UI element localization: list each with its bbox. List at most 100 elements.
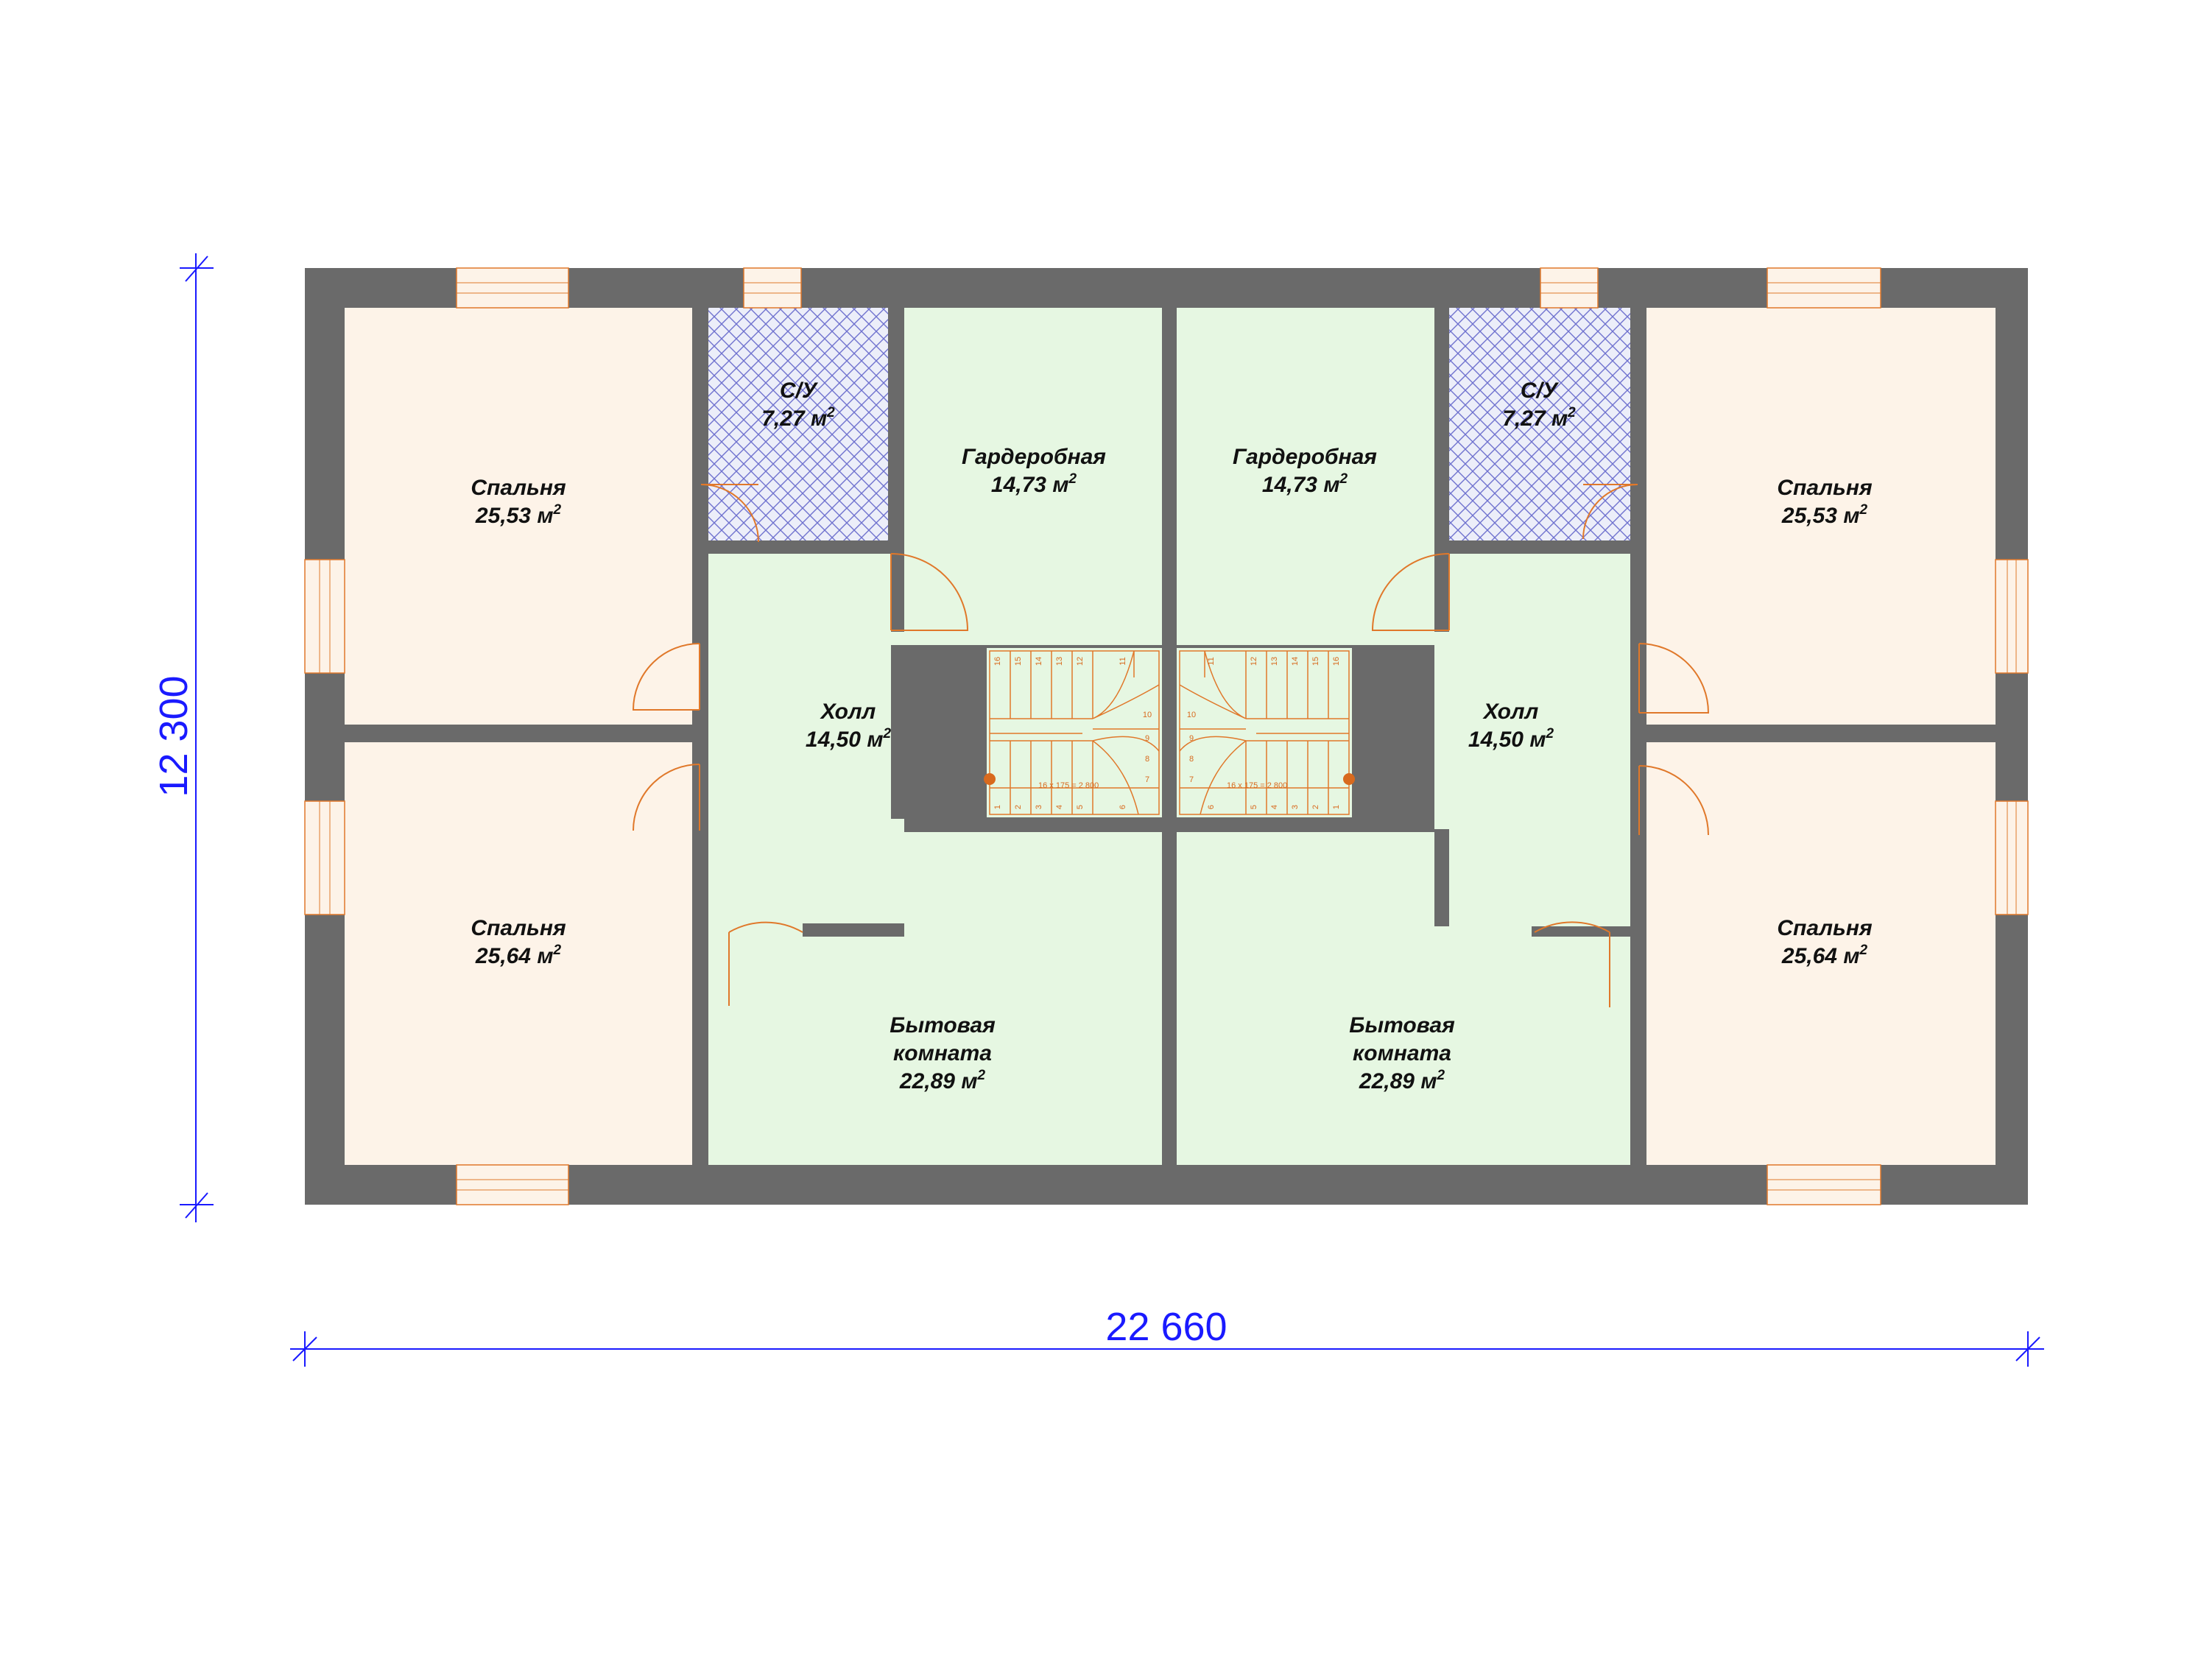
- floor-stair-right: [1177, 648, 1352, 817]
- stair-step-number: 16: [1332, 657, 1341, 666]
- stair-step-number: 11: [1119, 657, 1127, 665]
- area-unit-exponent: 2: [883, 726, 892, 742]
- room-label-utility-left: Бытовая комната 22,89 м2: [890, 1013, 996, 1093]
- window: [1995, 800, 2029, 915]
- windows: [304, 267, 2029, 1205]
- room-area: 14,50 м: [1468, 728, 1546, 752]
- room-name: Гардеробная: [1233, 445, 1377, 469]
- room-name: Холл: [820, 700, 876, 724]
- room-label-hall-left: Холл 14,50 м2: [806, 700, 892, 752]
- stair-step-number: 10: [1187, 711, 1196, 719]
- stair-step-number: 15: [1014, 657, 1023, 666]
- stair-step-number: 4: [1270, 805, 1279, 809]
- room-name: комната: [893, 1041, 992, 1066]
- stair-step-number: 5: [1076, 805, 1085, 809]
- room-label-bedroom-bottom-left: Спальня 25,64 м2: [471, 916, 566, 968]
- room-area: 14,73 м: [991, 473, 1069, 497]
- room-area: 14,73 м: [1262, 473, 1340, 497]
- stair-step-number: 13: [1055, 657, 1064, 666]
- staircase-left: [989, 650, 1160, 815]
- area-unit-exponent: 2: [1859, 943, 1868, 958]
- room-area: 22,89 м: [1359, 1069, 1437, 1093]
- stair-step-number: 9: [1145, 734, 1149, 743]
- room-name: Бытовая: [890, 1013, 996, 1038]
- window: [1767, 1164, 1881, 1205]
- room-name: Бытовая: [1349, 1013, 1455, 1038]
- door-swing: [1371, 553, 1450, 631]
- stair-step-number: 8: [1189, 755, 1194, 764]
- window: [743, 267, 802, 309]
- room-area: 25,64 м: [475, 944, 554, 968]
- door-swing: [633, 764, 700, 831]
- room-label-wardrobe-right: Гардеробная 14,73 м2: [1233, 445, 1377, 497]
- area-unit-exponent: 2: [977, 1068, 986, 1083]
- stair-note-left: 16 x 175 = 2 800: [1038, 781, 1099, 790]
- stair-step-number: 8: [1145, 755, 1149, 764]
- room-name: комната: [1353, 1041, 1451, 1066]
- stair-step-number: 10: [1143, 711, 1152, 719]
- height-dimension-label: 12 300: [152, 675, 196, 797]
- door-swing: [890, 553, 969, 631]
- floor-bathroom-left: [708, 308, 888, 540]
- floor-wardrobe-left: [904, 308, 1162, 632]
- area-unit-exponent: 2: [1437, 1068, 1445, 1083]
- stair-step-number: 11: [1207, 657, 1216, 665]
- room-name: С/У: [780, 378, 819, 403]
- room-name: Спальня: [1777, 916, 1873, 940]
- stair-step-number: 14: [1291, 657, 1300, 666]
- floor-wardrobe-right: [1177, 308, 1434, 632]
- area-unit-exponent: 2: [1859, 502, 1868, 518]
- door-swing: [1638, 643, 1710, 714]
- room-label-bedroom-bottom-right: Спальня 25,64 м2: [1777, 916, 1873, 968]
- stair-step-number: 1: [993, 805, 1002, 809]
- window: [304, 800, 345, 915]
- window: [1767, 267, 1881, 309]
- area-unit-exponent: 2: [1546, 726, 1554, 742]
- room-name: Гардеробная: [962, 445, 1106, 469]
- room-label-utility-right: Бытовая комната 22,89 м2: [1349, 1013, 1455, 1093]
- stair-step-number: 14: [1035, 657, 1043, 666]
- floor-bedroom-top-right: [1646, 308, 1996, 725]
- stair-step-number: 7: [1145, 775, 1149, 784]
- area-unit-exponent: 2: [1339, 471, 1348, 487]
- room-area: 22,89 м: [899, 1069, 978, 1093]
- room-area: 7,27 м: [1502, 406, 1568, 431]
- area-unit-exponent: 2: [1567, 405, 1576, 420]
- room-area: 7,27 м: [761, 406, 827, 431]
- floor-utility-right: [1177, 832, 1630, 1165]
- area-unit-exponent: 2: [553, 943, 562, 958]
- window-sash-lines: [319, 282, 2017, 1191]
- floor-stair-left: [987, 648, 1162, 817]
- room-area: 25,64 м: [1781, 944, 1860, 968]
- stair-step-number: 7: [1189, 775, 1194, 784]
- doors: [632, 484, 1710, 1007]
- door-swing: [632, 643, 700, 711]
- room-area: 25,53 м: [475, 504, 554, 528]
- room-name: Спальня: [471, 916, 566, 940]
- stair-step-number: 15: [1311, 657, 1320, 666]
- stair-step-number: 3: [1035, 805, 1043, 809]
- floor-bedroom-bottom-left: [345, 742, 692, 1165]
- room-name: С/У: [1521, 378, 1560, 403]
- room-area: 14,50 м: [806, 728, 884, 752]
- room-floors: [345, 308, 1996, 1165]
- width-dimension-label: 22 660: [1105, 1305, 1227, 1349]
- window: [1540, 267, 1599, 309]
- stair-step-number: 6: [1119, 805, 1127, 809]
- room-area: 25,53 м: [1781, 504, 1860, 528]
- area-unit-exponent: 2: [826, 405, 835, 420]
- stair-step-number: 12: [1076, 657, 1085, 666]
- floor-hall-right: [1177, 554, 1630, 937]
- door-swing: [1638, 765, 1709, 836]
- dimension-width: [290, 1331, 2044, 1367]
- stair-step-number: 13: [1270, 657, 1279, 666]
- stair-step-number: 3: [1291, 805, 1300, 809]
- room-label-bathroom-right: С/У 7,27 м2: [1502, 378, 1576, 431]
- dimension-height: [180, 253, 214, 1222]
- window: [456, 267, 569, 309]
